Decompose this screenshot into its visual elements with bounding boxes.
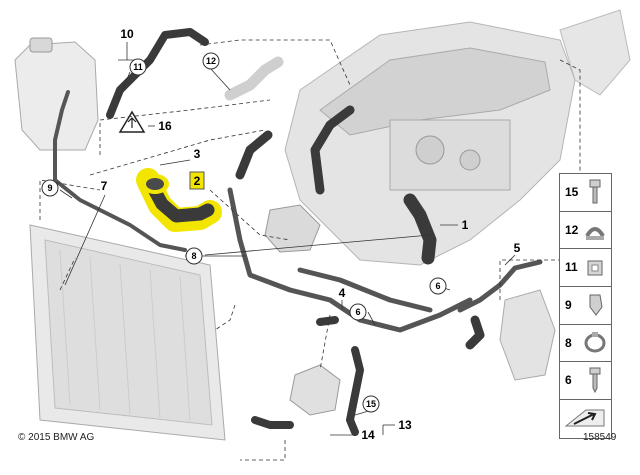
svg-text:15: 15 [366, 399, 376, 409]
svg-text:6: 6 [435, 281, 440, 291]
clamp-icon [585, 226, 605, 240]
svg-text:9: 9 [47, 183, 52, 193]
callout-8[interactable]: 8 [185, 247, 203, 265]
callout-11[interactable]: 11 [129, 58, 147, 76]
legend-number: 9 [565, 298, 572, 313]
legend-number: 6 [565, 373, 572, 388]
callout-15[interactable]: 15 [362, 395, 380, 413]
legend-row-15[interactable]: 15 [560, 174, 611, 212]
svg-text:2: 2 [194, 174, 201, 188]
callout-2-highlight[interactable]: 2 [194, 174, 201, 188]
legend-number: 15 [565, 185, 579, 199]
legend-row-12[interactable]: 12 [560, 212, 611, 250]
engine-block [284, 9, 631, 266]
thermostat-housing [264, 204, 556, 416]
callout-1[interactable]: 1 [462, 218, 469, 232]
legend-row-6[interactable]: 6 [560, 362, 611, 401]
copyright-text: © 2015 BMW AG [18, 432, 95, 443]
legend-number: 8 [565, 335, 572, 350]
bracket-icon [589, 294, 603, 316]
parts-legend: 15 12 11 9 8 6 [559, 173, 612, 439]
callout-12[interactable]: 12 [202, 52, 220, 70]
hose-clamp-icon [584, 331, 606, 353]
callout-14[interactable]: 14 [361, 428, 375, 442]
expansion-tank [14, 37, 99, 151]
legend-number: 11 [565, 260, 578, 275]
highlighted-hose-part-2[interactable] [136, 168, 222, 232]
callout-7[interactable]: 7 [101, 179, 108, 193]
callout-4[interactable]: 4 [339, 286, 346, 300]
diagram-id: 158549 [583, 432, 617, 443]
bolt-icon [589, 179, 601, 204]
reference-dashes [39, 39, 581, 461]
legend-number: 12 [565, 222, 579, 237]
callout-3[interactable]: 3 [194, 147, 201, 161]
callout-16[interactable]: 16 [158, 119, 172, 133]
clip-icon [587, 260, 603, 276]
callout-6-center[interactable]: 6 [349, 303, 367, 321]
svg-text:6: 6 [355, 307, 360, 317]
arrow-icon [564, 409, 605, 427]
legend-row-arrow[interactable] [560, 400, 611, 438]
legend-row-11[interactable]: 11 [560, 249, 611, 288]
callout-6-right[interactable]: 6 [429, 277, 447, 295]
legend-row-9[interactable]: 9 [560, 287, 611, 325]
radiator [29, 224, 226, 441]
callout-9[interactable]: 9 [41, 179, 59, 197]
svg-text:11: 11 [133, 62, 143, 72]
warning-sign-icon [118, 110, 146, 133]
callout-5[interactable]: 5 [514, 241, 521, 255]
screw-icon [589, 367, 601, 394]
callout-10[interactable]: 10 [120, 27, 134, 41]
legend-row-8[interactable]: 8 [560, 325, 611, 363]
svg-text:12: 12 [206, 56, 216, 66]
svg-text:8: 8 [191, 251, 196, 261]
callout-13[interactable]: 13 [398, 418, 412, 432]
